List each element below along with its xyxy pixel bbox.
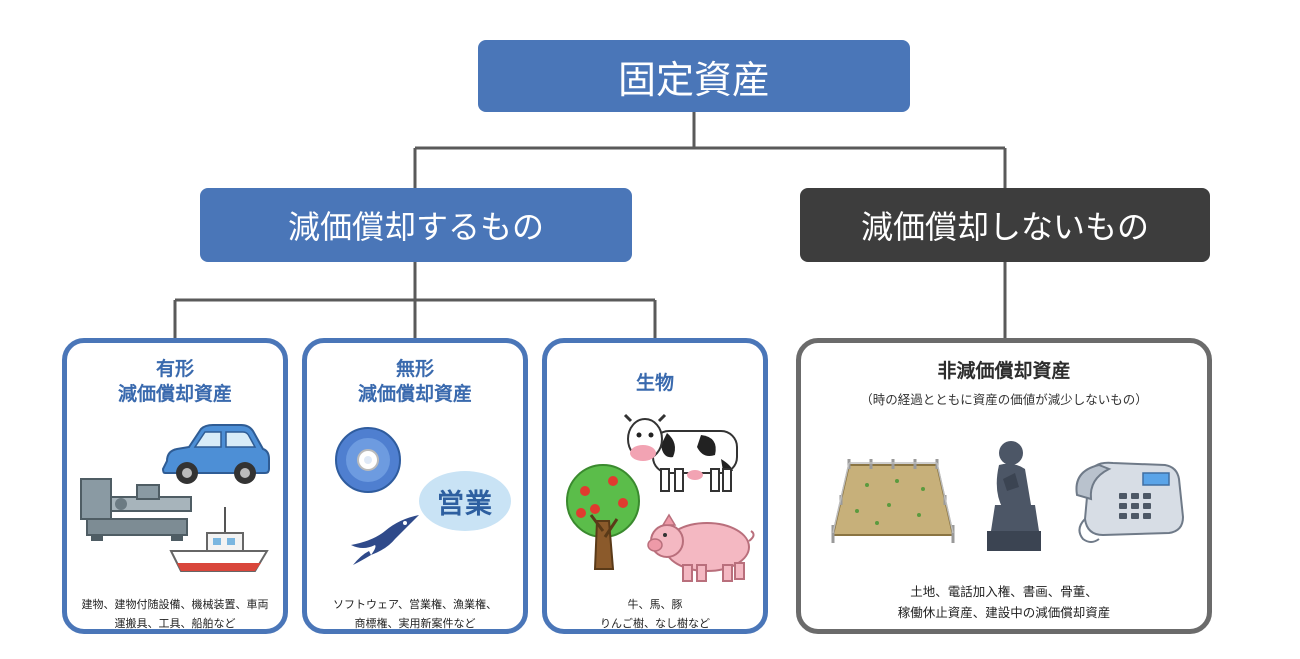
boat-icon bbox=[169, 507, 269, 572]
non-depreciable-node: 減価償却しないもの bbox=[800, 188, 1210, 262]
intangible-examples-line1: ソフトウェア、営業権、漁業権、 bbox=[333, 598, 497, 611]
root-node: 固定資産 bbox=[478, 40, 910, 112]
tangible-title-line1: 有形 bbox=[155, 358, 194, 380]
intangible-examples: ソフトウェア、営業権、漁業権、 商標権、実用新案件など bbox=[307, 595, 523, 633]
pig-icon bbox=[647, 513, 755, 582]
land-icon bbox=[831, 459, 955, 543]
intangible-title-line1: 無形 bbox=[395, 358, 434, 380]
tangible-examples: 建物、建物付随設備、機械装置、車両 運搬具、工具、船舶など bbox=[67, 595, 283, 633]
cd-icon bbox=[335, 427, 401, 493]
tangible-examples-line2: 運搬具、工具、船舶など bbox=[114, 617, 236, 630]
non-depreciable-card: 非減価償却資産 （時の経過とともに資産の価値が減少しないもの） bbox=[796, 338, 1212, 634]
non-depreciable-examples: 土地、電話加入権、書画、骨董、 稼働休止資産、建設中の減価償却資産 bbox=[801, 581, 1207, 623]
business-badge: 営業 bbox=[419, 471, 511, 531]
depreciable-node: 減価償却するもの bbox=[200, 188, 632, 262]
tangible-examples-line1: 建物、建物付随設備、機械装置、車両 bbox=[81, 598, 269, 611]
business-badge-text: 営業 bbox=[437, 488, 493, 520]
biological-card: 生物 牛、馬、豚 りんご樹、なし樹など bbox=[542, 338, 768, 634]
tangible-title-line2: 減価償却資産 bbox=[117, 383, 232, 405]
intangible-examples-line2: 商標権、実用新案件など bbox=[354, 617, 476, 630]
car-icon bbox=[161, 424, 270, 484]
non-depreciable-examples-line1: 土地、電話加入権、書画、骨董、 bbox=[910, 584, 1098, 599]
intangible-card: 無形 減価償却資産 営業 ソフトウェア、営業権、漁業権、 商標権、実用新案件など bbox=[302, 338, 528, 634]
lathe-icon bbox=[80, 478, 192, 541]
tangible-title: 有形 減価償却資産 bbox=[67, 357, 283, 407]
swallow-icon bbox=[351, 515, 419, 565]
tangible-card: 有形 減価償却資産 建物、建物付随設備、機械装置、車両 運搬具、工具、船舶など bbox=[62, 338, 288, 634]
apple-tree-icon bbox=[566, 464, 640, 570]
non-depreciable-label: 減価償却しないもの bbox=[860, 208, 1149, 246]
intangible-title: 無形 減価償却資産 bbox=[307, 357, 523, 407]
biological-title: 生物 bbox=[635, 372, 674, 394]
non-depreciable-title: 非減価償却資産 bbox=[937, 360, 1071, 382]
intangible-title-line2: 減価償却資産 bbox=[357, 383, 472, 405]
depreciable-label: 減価償却するもの bbox=[287, 208, 544, 246]
non-depreciable-examples-line2: 稼働休止資産、建設中の減価償却資産 bbox=[897, 605, 1111, 620]
biological-examples-line1: 牛、馬、豚 bbox=[627, 598, 683, 611]
root-label: 固定資産 bbox=[617, 57, 770, 102]
biological-examples-line2: りんご樹、なし樹など bbox=[600, 617, 710, 630]
cow-icon bbox=[623, 413, 738, 492]
telephone-icon bbox=[1075, 461, 1185, 543]
statue-icon bbox=[987, 441, 1041, 551]
non-depreciable-subtitle: （時の経過とともに資産の価値が減少しないもの） bbox=[860, 392, 1148, 407]
biological-examples: 牛、馬、豚 りんご樹、なし樹など bbox=[547, 595, 763, 633]
